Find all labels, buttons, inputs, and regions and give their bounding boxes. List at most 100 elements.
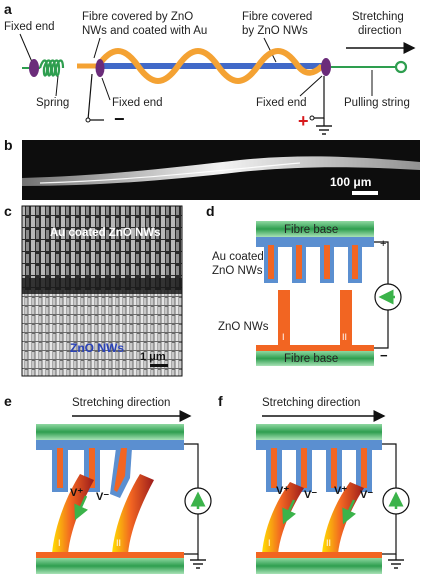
leader-fibre-au bbox=[93, 37, 101, 59]
panel-c: c Au coated ZnO NWs ZnO NWs 1 μm bbox=[4, 203, 183, 377]
label-fibre-au-1: Fibre covered by ZnO bbox=[82, 11, 193, 23]
plus-sign-a: + bbox=[298, 111, 309, 131]
fibre-base-bottom-f bbox=[256, 558, 382, 574]
vplus-f-1: V⁺ bbox=[276, 485, 289, 497]
panel-letter-f: f bbox=[218, 393, 223, 409]
sem-image-bottom bbox=[22, 290, 182, 376]
nw-ii-label-f: II bbox=[326, 538, 331, 548]
vminus-f-1: V⁻ bbox=[304, 489, 317, 501]
panel-d: d Fibre base Au coated ZnO NWs ZnO NWs I… bbox=[206, 203, 402, 366]
bent-nw-2-e bbox=[112, 474, 154, 554]
label-fibre-zno-1: Fibre covered bbox=[242, 11, 312, 23]
zno-nw-2-d bbox=[340, 290, 352, 346]
panel-letter-a: a bbox=[4, 1, 12, 17]
label-fibre-base-bottom: Fibre base bbox=[284, 353, 338, 365]
label-au-coated-2: ZnO NWs bbox=[212, 265, 263, 277]
vplus-f-2: V⁺ bbox=[334, 485, 347, 497]
panel-f: f Stretching direction I II V⁺ V⁻ V⁺ V⁻ bbox=[218, 393, 410, 574]
scale-bar-b bbox=[352, 191, 378, 195]
panel-a: a Fixed end Fibre covered by ZnO NWs and… bbox=[4, 1, 416, 135]
label-pulling-string: Pulling string bbox=[344, 97, 410, 109]
current-arrow-nw2-f bbox=[342, 499, 357, 525]
leader-spring bbox=[55, 75, 59, 97]
label-stretching-1: Stretching bbox=[352, 11, 404, 23]
fibre-base-top-e bbox=[36, 424, 184, 440]
vplus-e: V⁺ bbox=[70, 487, 83, 499]
au-layer-top-f bbox=[256, 440, 382, 450]
scale-bar-c bbox=[150, 364, 168, 367]
current-arrow-nw-e bbox=[74, 495, 89, 521]
nw-i-label-d: I bbox=[282, 332, 285, 342]
label-zno-nws-c: ZnO NWs bbox=[70, 341, 124, 355]
leader-fixed-end-left bbox=[19, 33, 33, 63]
zno-seed-layer-e bbox=[36, 552, 184, 558]
label-au-coated-1: Au coated bbox=[212, 251, 264, 263]
fibre-highlight bbox=[39, 162, 301, 184]
label-fixed-end-mid: Fixed end bbox=[112, 97, 163, 109]
au-coated-nws-top bbox=[264, 245, 362, 283]
nw-ii-label-e: II bbox=[116, 538, 121, 548]
plus-sign-d: + bbox=[380, 238, 386, 250]
label-fibre-zno-2: by ZnO NWs bbox=[242, 25, 308, 37]
label-fibre-base-top: Fibre base bbox=[284, 224, 338, 236]
leader-fixed-end-right bbox=[299, 75, 323, 97]
vminus-f-2: V⁻ bbox=[360, 489, 373, 501]
au-coated-fibre-helix bbox=[95, 48, 325, 84]
fixed-end-right bbox=[321, 58, 331, 76]
current-arrow-nw1-f bbox=[282, 499, 297, 525]
fixed-end-mid bbox=[95, 59, 105, 77]
circuit-bottom-d bbox=[374, 310, 389, 349]
sem-gap bbox=[22, 278, 182, 294]
panel-b: b 100 μm bbox=[4, 137, 420, 200]
au-coated-nws-top-f bbox=[266, 448, 372, 492]
panel-letter-e: e bbox=[4, 393, 12, 409]
leader-fixed-end-mid bbox=[101, 77, 111, 101]
spring bbox=[38, 59, 65, 77]
fibre-base-bottom-e bbox=[36, 558, 184, 574]
circuit-top-f bbox=[382, 443, 397, 488]
minus-sign-a: − bbox=[114, 109, 125, 129]
minus-sign-d: − bbox=[380, 348, 388, 363]
label-zno-nws-d: ZnO NWs bbox=[218, 321, 269, 333]
panel-letter-c: c bbox=[4, 203, 12, 219]
label-spring: Spring bbox=[36, 97, 69, 109]
au-layer-top-e bbox=[36, 440, 184, 450]
circuit-bottom-f bbox=[382, 514, 397, 555]
plus-terminal bbox=[309, 115, 315, 121]
label-fixed-end-right: Fixed end bbox=[256, 97, 307, 109]
label-stretching-f: Stretching direction bbox=[262, 397, 360, 409]
sem-frame bbox=[21, 205, 183, 377]
scale-label-b: 100 μm bbox=[330, 175, 371, 189]
fibre-base-bottom bbox=[256, 351, 374, 366]
au-coated-nws-top-e bbox=[52, 448, 132, 498]
label-fibre-au-2: NWs and coated with Au bbox=[82, 25, 207, 37]
label-fixed-end-left: Fixed end bbox=[4, 21, 55, 33]
label-stretching-2: direction bbox=[358, 25, 401, 37]
minus-terminal bbox=[85, 117, 91, 123]
fibre-base-top-f bbox=[256, 424, 382, 440]
label-au-coated-nws: Au coated ZnO NWs bbox=[50, 227, 161, 239]
pulling-ring bbox=[394, 60, 408, 74]
scale-label-c: 1 μm bbox=[140, 351, 166, 363]
fixed-end-left bbox=[29, 59, 39, 77]
minus-lead bbox=[87, 73, 104, 121]
label-stretching-e: Stretching direction bbox=[72, 397, 170, 409]
circuit-top-e bbox=[184, 443, 199, 488]
nw-i-label-f: I bbox=[268, 538, 271, 548]
zno-nw-1-d bbox=[278, 290, 290, 346]
bent-nw-1-e bbox=[52, 474, 94, 554]
panel-e: e Stretching direction I II V⁺ V⁻ bbox=[4, 393, 212, 574]
fibre-base-top bbox=[256, 221, 374, 237]
plus-lead bbox=[312, 76, 325, 119]
nw-i-label-e: I bbox=[58, 538, 61, 548]
au-layer-top bbox=[256, 237, 374, 247]
zno-seed-layer-f bbox=[256, 552, 382, 558]
zno-seed-layer-d bbox=[256, 345, 374, 351]
leader-fibre-zno bbox=[263, 37, 277, 63]
nw-ii-label-d: II bbox=[342, 332, 347, 342]
circuit-top-d bbox=[374, 241, 389, 284]
circuit-bottom-e bbox=[184, 514, 199, 555]
vminus-e: V⁻ bbox=[96, 491, 109, 503]
panel-letter-d: d bbox=[206, 203, 215, 219]
